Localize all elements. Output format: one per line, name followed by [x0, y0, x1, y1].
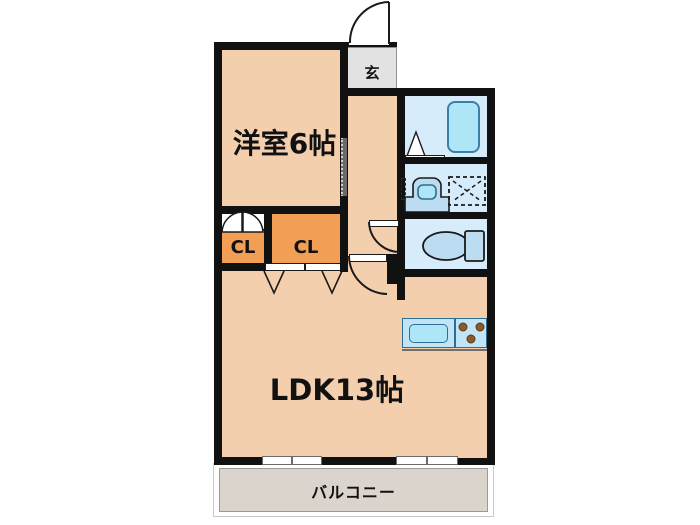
- hall-door-1-swing: [368, 221, 400, 253]
- wall-hall-bottom-right: [387, 254, 397, 284]
- exterior-wall-top-right: [388, 88, 495, 97]
- balcony-window-right-divider: [426, 456, 428, 465]
- wall-toilet-bottom: [397, 269, 495, 277]
- gas-stove-burners: [458, 322, 485, 344]
- kitchen-sink: [409, 324, 448, 343]
- closet-small-label: CL: [230, 237, 256, 258]
- exterior-wall-bottom: [214, 456, 495, 465]
- kitchen-counter-divider: [454, 318, 456, 348]
- entrance-door-opening: [349, 38, 389, 45]
- bedroom-sliding-door-track-2: [341, 196, 347, 202]
- bedroom-floor: [222, 50, 347, 210]
- balcony-label: バルコニー: [311, 483, 396, 502]
- entrance-label: 玄: [364, 64, 380, 82]
- wall-bath-washroom: [397, 157, 495, 164]
- ldk-label: LDK13帖: [269, 373, 405, 407]
- entrance-door-swing: [348, 1, 390, 44]
- vanity-mirror: [401, 178, 406, 200]
- bathtub: [447, 101, 480, 153]
- kitchen-counter-front-line: [402, 349, 487, 351]
- wall-closet-small-bottom: [214, 263, 272, 271]
- bathroom-door-marker: [405, 130, 427, 157]
- balcony-window-left-divider: [291, 456, 293, 465]
- closet-large-fill-upper: [272, 214, 340, 232]
- wall-genkan-hall: [340, 42, 348, 96]
- exterior-wall-top: [214, 42, 397, 51]
- closet-sliding-door-divider: [304, 263, 306, 271]
- toilet: [422, 230, 485, 262]
- kitchen-floor-lower: [397, 340, 487, 458]
- wall-closet-large-right: [340, 212, 348, 272]
- exterior-wall-left: [214, 42, 223, 465]
- washing-machine-space: [448, 176, 486, 206]
- closet-large-label: CL: [293, 237, 319, 258]
- wall-washroom-toilet: [397, 212, 495, 219]
- closet-small-fill: [222, 231, 264, 263]
- wall-closet-small-right: [264, 214, 272, 270]
- bedroom-label: 洋室6帖: [232, 127, 337, 160]
- wall-genkan-bottom: [340, 88, 398, 96]
- balcony-floor: [219, 468, 488, 512]
- wall-bedroom-bottom: [214, 206, 348, 214]
- closet-slide-direction-markers: [263, 270, 343, 295]
- closet-folding-doors[interactable]: [221, 211, 265, 233]
- hall-door-2-swing: [348, 255, 388, 295]
- bedroom-sliding-door-track: [341, 132, 347, 138]
- washbasin-vanity: [404, 177, 450, 213]
- closet-large-fill: [272, 231, 340, 263]
- bedroom-sliding-door[interactable]: [341, 137, 347, 197]
